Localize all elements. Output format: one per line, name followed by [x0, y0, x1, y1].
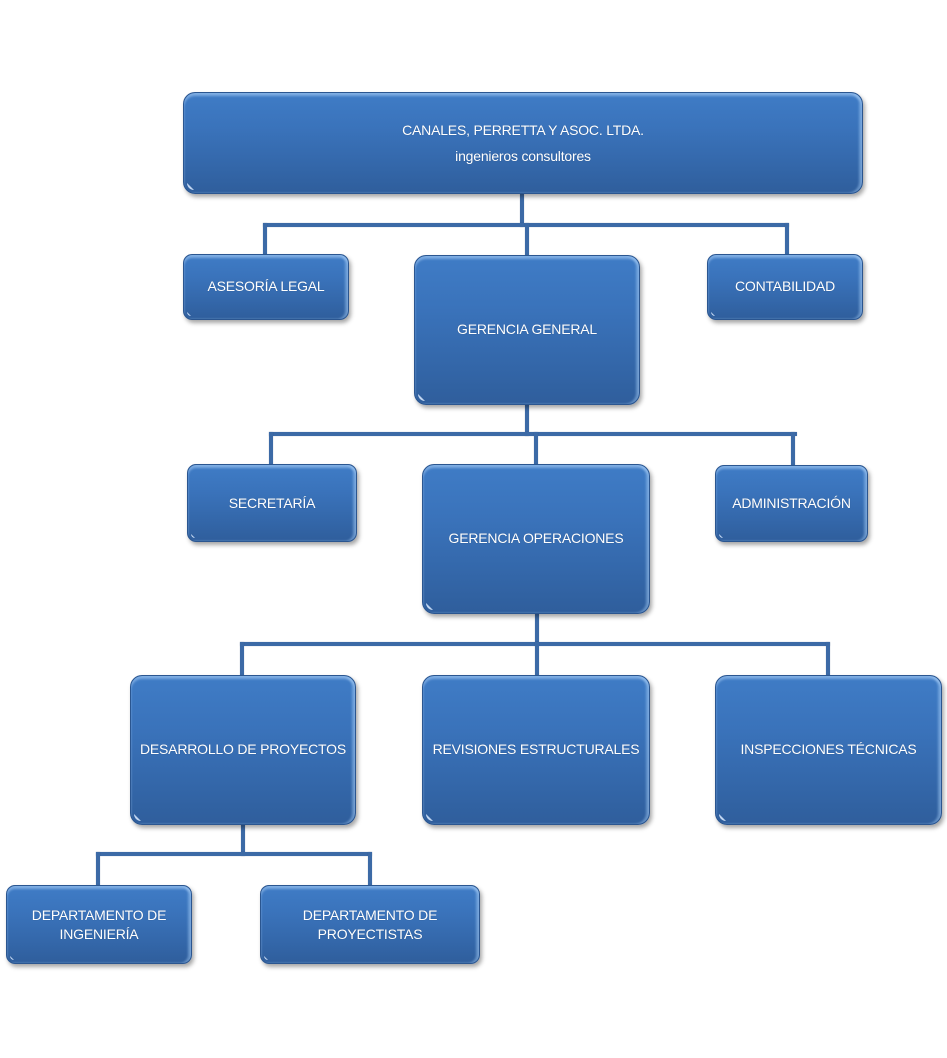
node-label: GERENCIA OPERACIONES	[448, 530, 624, 546]
node-administracion[interactable]: ADMINISTRACIÓN	[715, 465, 868, 542]
connector-to-gerencia-operaciones	[534, 432, 538, 465]
node-label: REVISIONES ESTRUCTURALES	[432, 741, 640, 757]
node-gerencia-operaciones[interactable]: GERENCIA OPERACIONES	[422, 464, 650, 614]
node-label: CONTABILIDAD	[734, 278, 836, 294]
node-label: INSPECCIONES TÉCNICAS	[740, 741, 917, 757]
connector-level4-bar	[96, 852, 372, 856]
node-root-company[interactable]: CANALES, PERRETTA Y ASOC. LTDA. ingenier…	[183, 92, 863, 194]
node-depto-proyectistas[interactable]: DEPARTAMENTO DE PROYECTISTAS	[260, 885, 480, 964]
connector-to-gerencia-general	[525, 223, 529, 256]
node-contabilidad[interactable]: CONTABILIDAD	[707, 254, 863, 320]
node-label: DESARROLLO DE PROYECTOS	[140, 741, 346, 757]
node-depto-ingenieria[interactable]: DEPARTAMENTO DE INGENIERÍA	[6, 885, 192, 964]
node-label-line2: INGENIERÍA	[59, 926, 139, 942]
connector-to-depto-ingenieria	[96, 852, 100, 886]
node-label: ASESORÍA LEGAL	[207, 278, 325, 294]
node-gerencia-general[interactable]: GERENCIA GENERAL	[414, 255, 640, 405]
connector-to-revisiones-estructurales	[535, 642, 539, 676]
connector-to-inspecciones-tecnicas	[826, 642, 830, 676]
node-label: CANALES, PERRETTA Y ASOC. LTDA.	[402, 121, 644, 138]
node-desarrollo-proyectos[interactable]: DESARROLLO DE PROYECTOS	[130, 675, 356, 825]
node-label: ADMINISTRACIÓN	[732, 495, 851, 511]
node-label: GERENCIA GENERAL	[457, 321, 597, 337]
connector-level2-bar	[269, 432, 797, 436]
connector-gerencia-operaciones-down	[535, 613, 539, 646]
node-label-line1: DEPARTAMENTO DE	[302, 907, 438, 923]
connector-gerencia-general-down	[525, 404, 529, 436]
node-revisiones-estructurales[interactable]: REVISIONES ESTRUCTURALES	[422, 675, 650, 825]
connector-to-asesoria-legal	[263, 223, 267, 255]
connector-to-contabilidad	[785, 223, 789, 255]
node-label-line1: DEPARTAMENTO DE	[31, 907, 167, 923]
node-asesoria-legal[interactable]: ASESORÍA LEGAL	[183, 254, 349, 320]
connector-to-administracion	[791, 432, 795, 466]
node-inspecciones-tecnicas[interactable]: INSPECCIONES TÉCNICAS	[715, 675, 942, 825]
node-secretaria[interactable]: SECRETARÍA	[187, 464, 357, 542]
node-label: SECRETARÍA	[228, 495, 316, 511]
node-sublabel: ingenieros consultores	[455, 147, 591, 164]
connector-to-desarrollo-proyectos	[240, 642, 244, 676]
connector-to-secretaria	[269, 432, 273, 465]
node-label-line2: PROYECTISTAS	[317, 926, 423, 942]
connector-root-down	[520, 193, 524, 227]
connector-desarrollo-proyectos-down	[241, 824, 245, 856]
connector-to-depto-proyectistas	[368, 852, 372, 886]
